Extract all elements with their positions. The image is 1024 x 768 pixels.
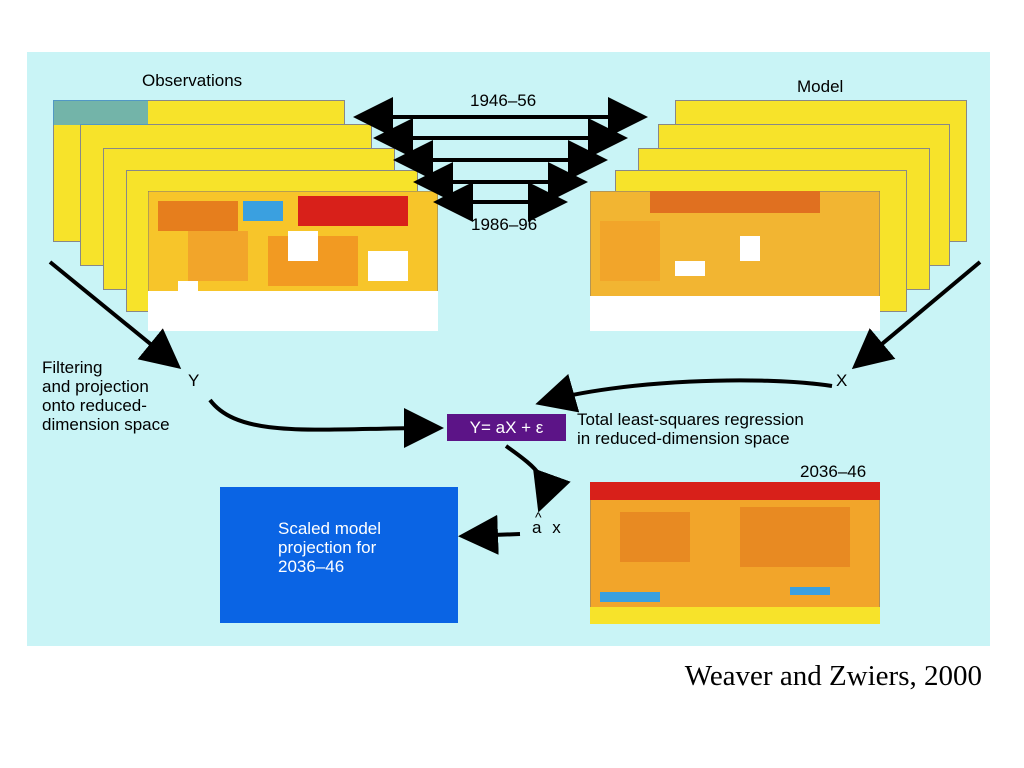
period-top-label: 1946–56: [470, 91, 537, 110]
scaled-projection-box: Scaled model projection for 2036–46: [220, 487, 458, 623]
equation-to-ahat-arrow: [504, 444, 571, 513]
hat-symbol: ^: [535, 509, 542, 525]
obs-map-1-strip: [53, 100, 148, 125]
scaled-box-line-1: Scaled model: [278, 519, 382, 538]
equation-box: Y= aX + ε: [447, 414, 566, 441]
obs-to-y-arrow: [48, 260, 182, 370]
observations-label: Observations: [142, 71, 243, 90]
ahat-x: x: [552, 518, 561, 537]
ahat-x-label: ^ a x: [532, 509, 561, 537]
filtering-line-3: onto reduced-: [42, 396, 147, 415]
y-to-equation-arrow: [208, 398, 444, 449]
scaled-box-line-3: 2036–46: [278, 557, 345, 576]
ahat-to-box-arrow: [458, 514, 521, 555]
y-variable-label: Y: [188, 371, 200, 390]
filtering-label: Filtering and projection onto reduced- d…: [42, 358, 170, 434]
model-to-x-arrow: [851, 260, 982, 370]
scaled-box-line-2: projection for: [278, 538, 377, 557]
regression-line-2: in reduced-dimension space: [577, 429, 790, 448]
filtering-line-2: and projection: [42, 377, 149, 396]
ahat-letter: a: [532, 518, 542, 537]
obs-map-front: [148, 191, 438, 331]
period-bottom-label: 1986–96: [471, 215, 538, 234]
model-label: Model: [797, 77, 844, 96]
model-map-front: [590, 191, 880, 331]
filtering-line-1: Filtering: [42, 358, 103, 377]
x-to-equation-arrow: [535, 373, 833, 413]
filtering-line-4: dimension space: [42, 415, 170, 434]
regression-line-1: Total least-squares regression: [577, 410, 804, 429]
x-variable-label: X: [836, 371, 848, 390]
future-period-label: 2036–46: [800, 462, 867, 481]
regression-label: Total least-squares regression in reduce…: [577, 410, 804, 448]
future-map: [590, 482, 880, 624]
citation: Weaver and Zwiers, 2000: [684, 660, 982, 692]
